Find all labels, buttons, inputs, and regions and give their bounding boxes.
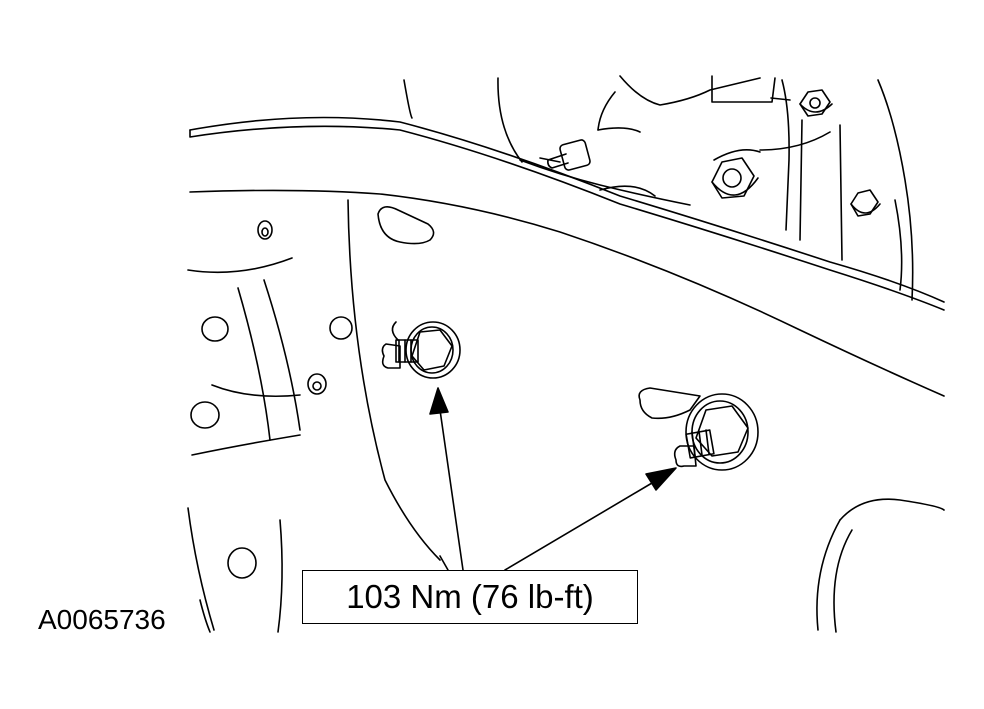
- arrow-head-2: [645, 467, 677, 491]
- engine-housing: [403, 75, 914, 301]
- housing-bolt-right: [850, 189, 881, 217]
- mount-bracket-plate: [187, 199, 945, 633]
- figure-id-label: A0065736: [38, 604, 166, 635]
- housing-bolt-center: [711, 149, 761, 199]
- mount-bolt-1: [381, 321, 461, 379]
- housing-bolt-upper: [799, 89, 833, 117]
- callout-leaders: [439, 409, 653, 571]
- housing-bolt-left: [547, 139, 591, 171]
- leader-line-1: [439, 409, 464, 571]
- torque-spec-callout: 103 Nm (76 lb-ft): [302, 570, 638, 624]
- mount-bolt-2: [673, 393, 759, 471]
- leader-line-1-tail: [439, 555, 449, 571]
- bracket-slots: [377, 206, 701, 420]
- arrow-head-1: [429, 387, 449, 415]
- bracket-holes: [190, 220, 353, 579]
- frame-rail: [189, 116, 945, 397]
- leader-line-2: [504, 482, 653, 571]
